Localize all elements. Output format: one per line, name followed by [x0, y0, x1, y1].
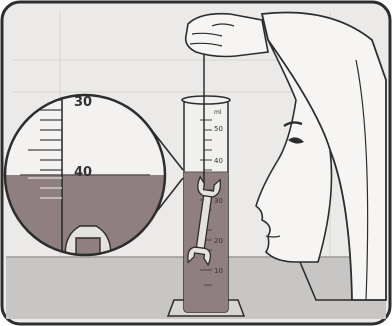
hand-icon	[186, 14, 268, 57]
cylinder-label-50: 50	[214, 125, 223, 133]
cylinder-label-40: 40	[214, 157, 223, 165]
cylinder-rim	[182, 96, 230, 104]
cylinder-unit-label: ml	[214, 109, 222, 116]
cylinder-label-20: 20	[214, 237, 223, 245]
cylinder-label-10: 10	[214, 267, 223, 275]
zoom-scale-label-mid: 40	[74, 165, 92, 180]
zoom-scale-label-top: 30	[74, 95, 92, 110]
cylinder-label-30: 30	[214, 197, 223, 205]
